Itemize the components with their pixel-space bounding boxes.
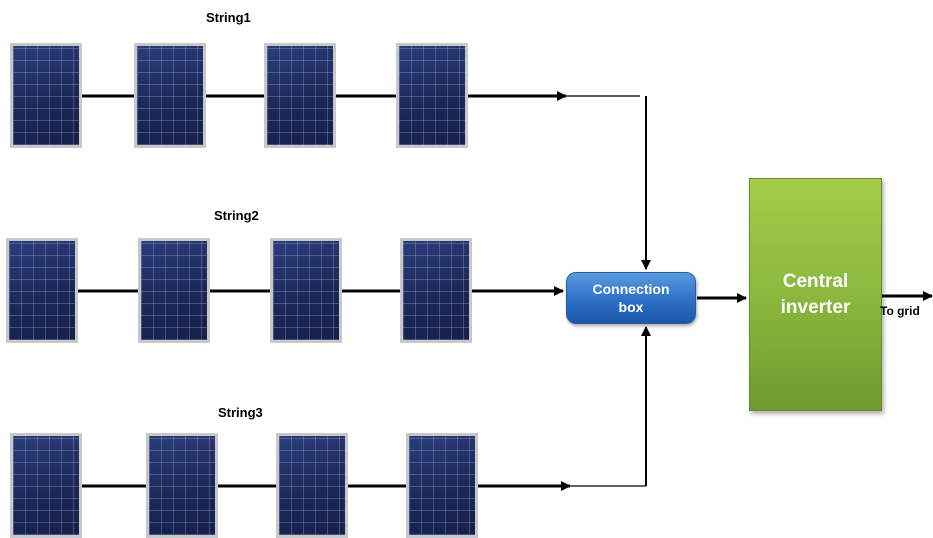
solar-panel [400,238,472,343]
solar-panel [264,43,336,148]
to-grid-label: To grid [880,304,920,318]
central-inverter: Central inverter [749,178,882,411]
solar-panel [6,238,78,343]
inverter-label-line1: Central [782,270,849,292]
solar-panel [396,43,468,148]
connection-box-label-line2: box [618,299,644,315]
solar-panel [138,238,210,343]
connection-box-label-line1: Connection [592,281,670,297]
solar-panel [270,238,342,343]
solar-panel [406,433,478,538]
connection-box: Connection box [566,272,696,324]
solar-panel [10,433,82,538]
solar-panel [10,43,82,148]
string1-label: String1 [206,10,251,25]
solar-panel [276,433,348,538]
solar-panel [134,43,206,148]
string2-label: String2 [214,208,259,223]
inverter-label-line2: inverter [780,296,851,318]
string3-label: String3 [218,405,263,420]
solar-panel [146,433,218,538]
